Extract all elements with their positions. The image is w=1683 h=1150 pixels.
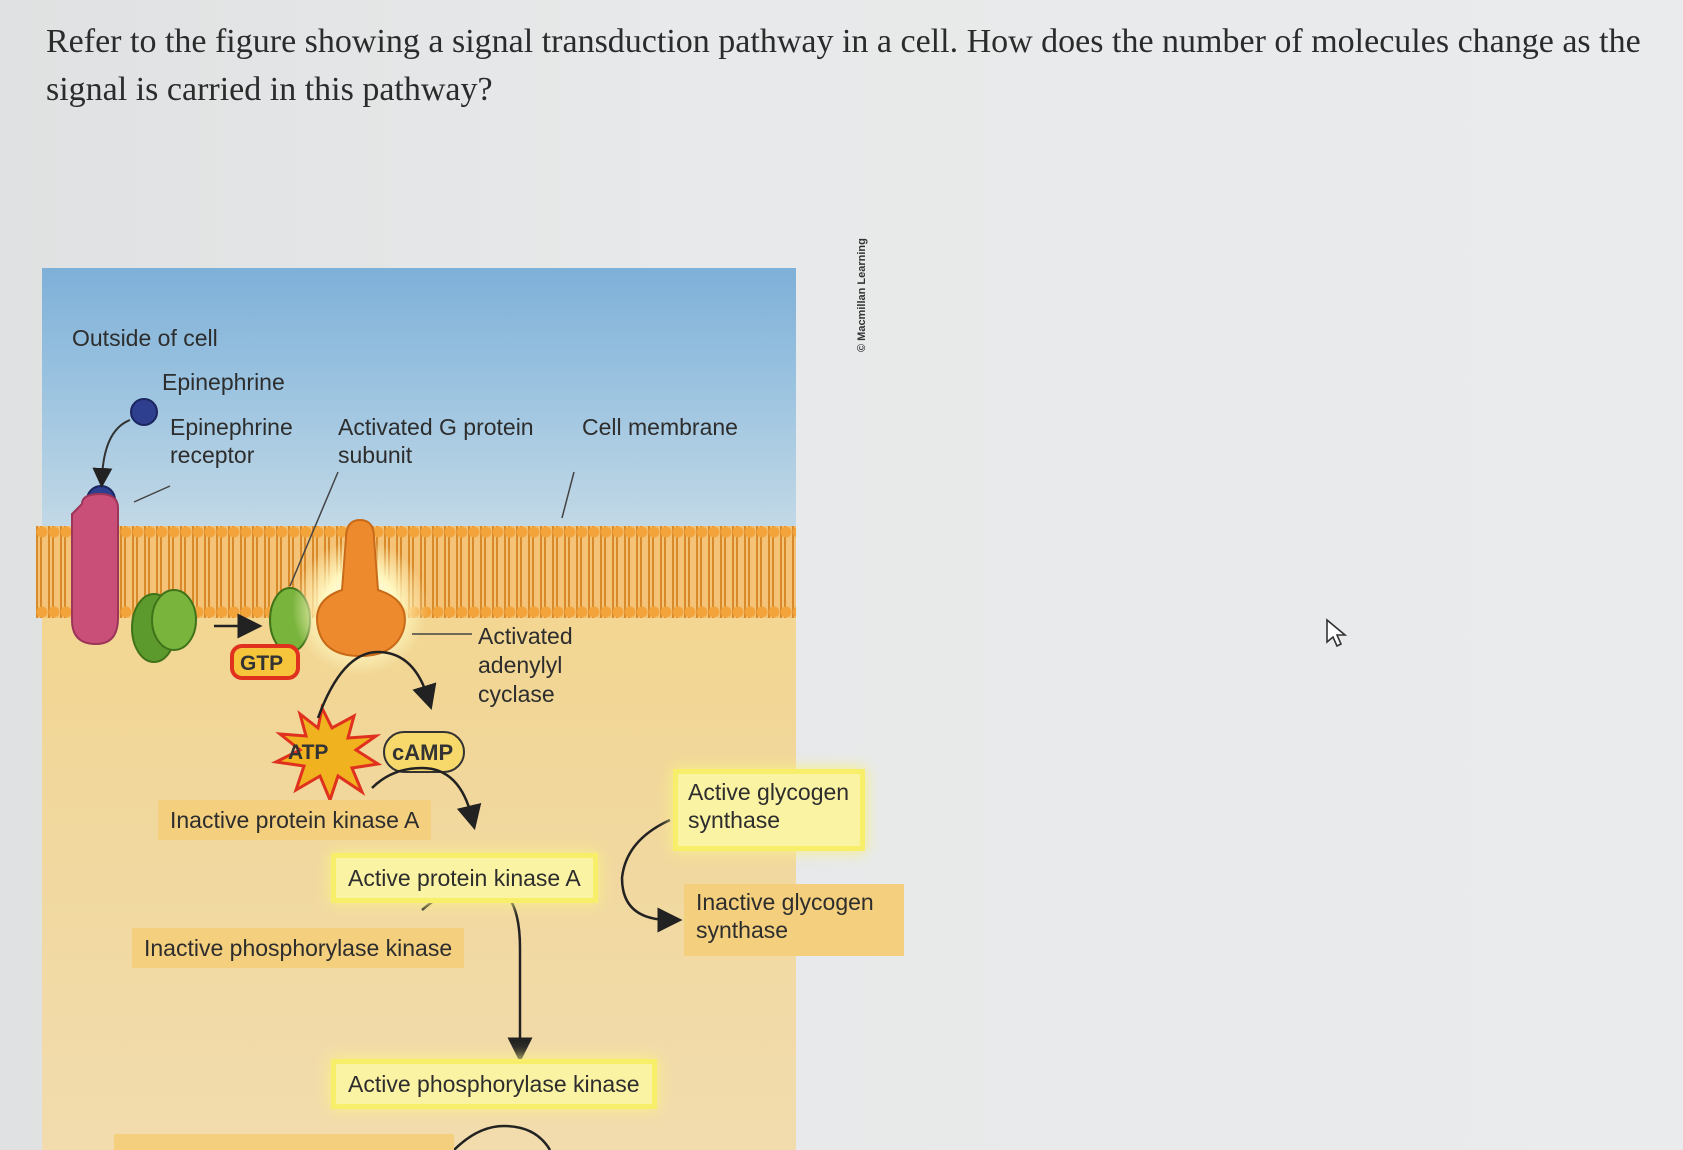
receptor-label-line2: receptor bbox=[170, 442, 255, 468]
copyright-label: © Macmillan Learning bbox=[856, 238, 868, 352]
adenylyl-label-line1: Activated bbox=[478, 623, 573, 649]
active-glycogen-synthase-box: Active glycogen synthase bbox=[678, 774, 860, 846]
receptor-leader-line bbox=[133, 485, 171, 503]
gprotein-leader-line bbox=[289, 471, 339, 587]
atp-label: ATP bbox=[288, 741, 329, 764]
next-inactive-box bbox=[114, 1134, 454, 1150]
gprotein-label-line1: Activated G protein bbox=[338, 414, 534, 440]
epinephrine-icon bbox=[130, 398, 158, 426]
camp-badge bbox=[383, 731, 465, 773]
adenylyl-label-line2: adenylyl bbox=[478, 652, 563, 678]
atp-to-camp-arrow bbox=[316, 650, 437, 719]
active-phk-box: Active phosphorylase kinase bbox=[336, 1064, 652, 1104]
active-gs-line2: synthase bbox=[688, 807, 781, 833]
binding-arrow bbox=[92, 419, 131, 488]
inactive-gs-line2: synthase bbox=[696, 917, 789, 943]
adenylyl-cyclase-icon bbox=[316, 518, 406, 658]
signal-transduction-figure: Outside of cell Epinephrine Epinephrine … bbox=[36, 268, 904, 1150]
active-pka-box: Active protein kinase A bbox=[336, 858, 593, 898]
inactive-gs-line1: Inactive glycogen bbox=[696, 889, 874, 915]
gprotein-label-line2: subunit bbox=[338, 442, 413, 468]
membrane-leader-line bbox=[561, 471, 575, 519]
inactive-phk-box: Inactive phosphorylase kinase bbox=[132, 928, 465, 968]
outside-cell-label: Outside of cell bbox=[72, 325, 218, 351]
receptor-icon bbox=[71, 492, 119, 646]
pka-activation-arrow bbox=[371, 766, 482, 831]
gtp-badge bbox=[230, 644, 300, 680]
inactive-glycogen-synthase-box: Inactive glycogen synthase bbox=[684, 884, 904, 956]
next-step-arrow bbox=[453, 1124, 552, 1150]
camp-label: cAMP bbox=[392, 740, 454, 765]
epinephrine-label: Epinephrine bbox=[162, 369, 285, 395]
adenylyl-label-line3: cyclase bbox=[478, 681, 555, 707]
pathway-graphics bbox=[71, 398, 683, 1150]
question-text: Refer to the figure showing a signal tra… bbox=[46, 23, 1641, 108]
active-gs-line1: Active glycogen bbox=[688, 779, 850, 805]
g-protein-subunit-icon bbox=[151, 589, 197, 651]
gtp-label: GTP bbox=[240, 652, 284, 675]
membrane-label: Cell membrane bbox=[582, 414, 738, 440]
mouse-pointer-icon bbox=[1326, 618, 1348, 648]
inactive-pka-box: Inactive protein kinase A bbox=[158, 800, 432, 840]
receptor-label-line1: Epinephrine bbox=[170, 414, 293, 440]
glycogen-synthase-arrow bbox=[620, 818, 683, 933]
